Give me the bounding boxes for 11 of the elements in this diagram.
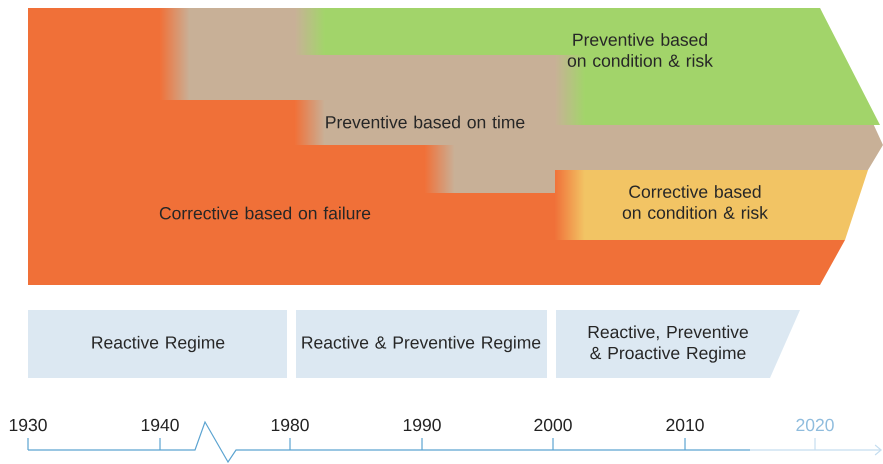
year-label: 2020 bbox=[796, 418, 834, 432]
band: Corrective based on condition & risk bbox=[555, 170, 868, 240]
year-label: 2000 bbox=[534, 418, 572, 432]
regime-box: Reactive, Preventive & Proactive Regime bbox=[556, 310, 800, 378]
year-label: 1930 bbox=[10, 418, 47, 432]
regime-box: Reactive & Preventive Regime bbox=[296, 310, 547, 378]
regime-box: Reactive Regime bbox=[28, 310, 287, 378]
year-label: 1940 bbox=[142, 418, 179, 432]
year-label: 2010 bbox=[666, 418, 704, 432]
year-label: 1980 bbox=[272, 418, 309, 432]
year-label: 1990 bbox=[404, 418, 441, 432]
